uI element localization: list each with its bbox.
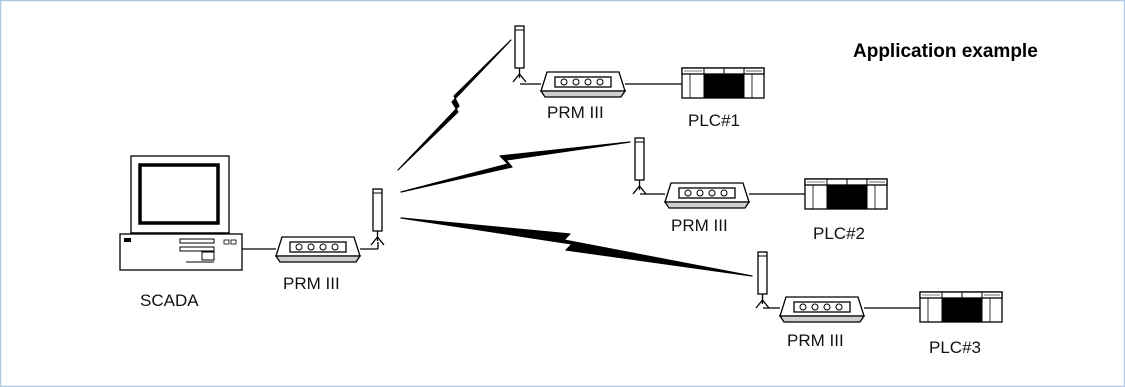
- radio-links: [397, 39, 753, 277]
- modem-master-icon: [275, 236, 361, 263]
- scada-computer-icon: [119, 155, 243, 271]
- scada-label: SCADA: [140, 291, 199, 310]
- plc-1-icon: [681, 67, 765, 99]
- modem-2-label: PRM III: [671, 216, 728, 235]
- diagram-title: Application example: [853, 41, 1038, 62]
- modem-1-label: PRM III: [547, 103, 604, 122]
- modem-3-icon: [779, 296, 865, 323]
- plc-1-label: PLC#1: [688, 111, 740, 130]
- modem-1-icon: [540, 71, 626, 98]
- plc-2-label: PLC#2: [813, 224, 865, 243]
- modem-master-label: PRM III: [283, 274, 340, 293]
- wired-links: [242, 83, 920, 309]
- modem-3-label: PRM III: [787, 331, 844, 350]
- modem-2-icon: [664, 182, 750, 209]
- plc-2-icon: [804, 178, 888, 210]
- plc-3-label: PLC#3: [929, 338, 981, 357]
- plc-3-icon: [919, 291, 1003, 323]
